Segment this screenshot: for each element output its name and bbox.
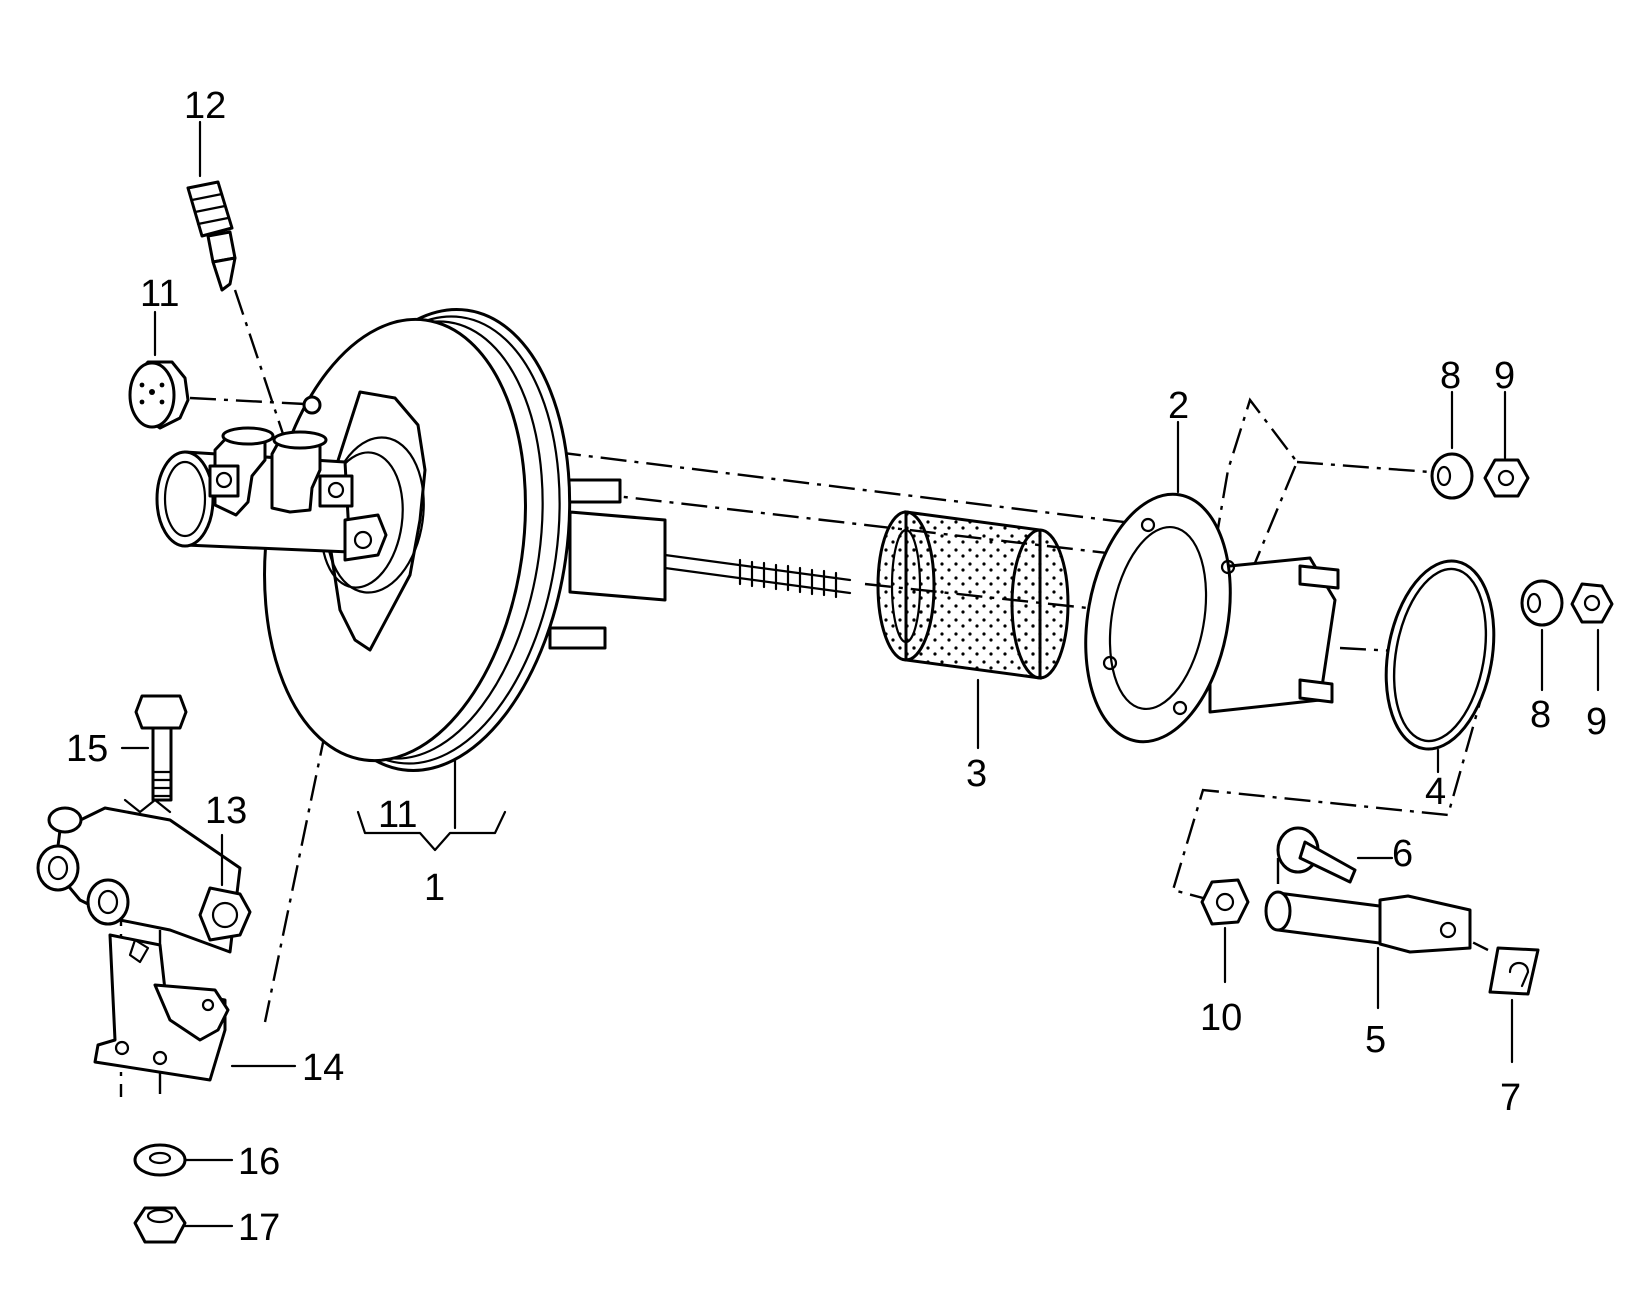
bleed-screw xyxy=(186,180,237,292)
label-6: 6 xyxy=(1392,833,1413,875)
reservoir-cap xyxy=(128,360,190,430)
nut-9-upper xyxy=(1483,458,1530,498)
clevis-pin xyxy=(1276,826,1357,884)
washer-16 xyxy=(133,1143,187,1177)
push-rod-fork xyxy=(1264,890,1472,954)
washer-8-lower xyxy=(1520,579,1564,627)
label-14: 14 xyxy=(302,1047,344,1089)
callout-labels: 12 11 2 8 9 8 9 3 4 6 10 5 7 11 1 15 13 … xyxy=(66,85,1607,1249)
label-10: 10 xyxy=(1200,997,1242,1039)
label-7: 7 xyxy=(1500,1077,1521,1119)
label-11-servo: 11 xyxy=(378,794,417,836)
nut-10 xyxy=(1200,878,1250,926)
label-13: 13 xyxy=(205,790,247,832)
label-4: 4 xyxy=(1425,771,1446,813)
label-12: 12 xyxy=(184,85,226,127)
label-9-lower: 9 xyxy=(1586,701,1607,743)
nut-17 xyxy=(133,1206,187,1244)
master-cylinder xyxy=(155,426,388,562)
label-15: 15 xyxy=(66,728,108,770)
label-2: 2 xyxy=(1168,385,1189,427)
pressure-regulator xyxy=(36,798,252,954)
label-8-lower: 8 xyxy=(1530,694,1551,736)
label-5: 5 xyxy=(1365,1019,1386,1061)
washer-8-upper xyxy=(1430,452,1474,500)
nut-9-lower xyxy=(1570,582,1614,624)
label-16: 16 xyxy=(238,1141,280,1183)
retaining-clip xyxy=(1488,946,1540,996)
label-3: 3 xyxy=(966,753,987,795)
flange-gasket xyxy=(1084,492,1340,744)
label-11-cap: 11 xyxy=(140,273,179,315)
bolt-15 xyxy=(134,694,188,802)
label-8-upper: 8 xyxy=(1440,355,1461,397)
air-filter xyxy=(876,510,1070,680)
sealing-ring xyxy=(1384,559,1496,751)
label-1: 1 xyxy=(424,867,445,909)
label-17: 17 xyxy=(238,1207,280,1249)
leader-lines xyxy=(120,120,1600,1228)
label-9-upper: 9 xyxy=(1494,355,1515,397)
brake-servo xyxy=(263,308,852,772)
mounting-bracket xyxy=(93,933,230,1082)
